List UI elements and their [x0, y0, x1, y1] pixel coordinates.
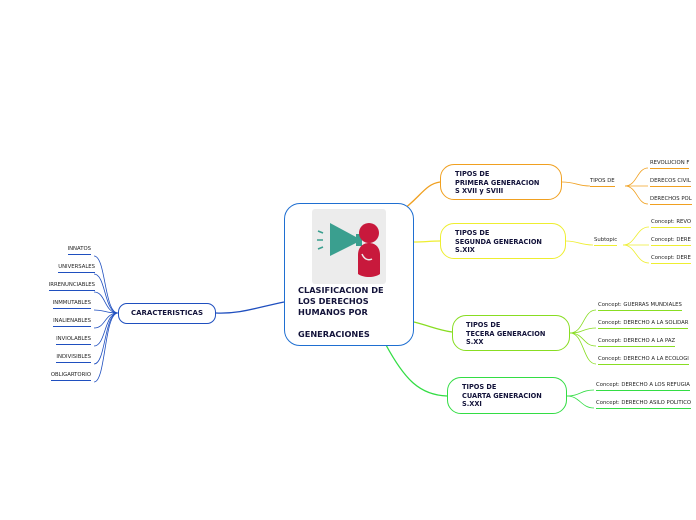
segunda-branches [565, 226, 650, 264]
segunda-item[interactable]: Concept: DERE [651, 255, 691, 265]
cuarta-generacion-label: TIPOS DE CUARTA GENERACION S.XXI [462, 383, 542, 408]
caracteristica-item[interactable]: IRRENUNCIABLES [48, 282, 95, 292]
primera-item[interactable]: REVOLUCION F [650, 160, 690, 170]
cuarta-branches [566, 389, 595, 409]
tercera-item[interactable]: Concept: DERECHO A LA SOLIDAR [598, 320, 689, 330]
segunda-item[interactable]: Concept: DERE [651, 237, 691, 247]
segunda-generacion-label: TIPOS DE SEGUNDA GENERACION S.XIX [455, 229, 542, 254]
caracteristica-item[interactable]: INDIVISIBLES [56, 354, 91, 364]
caracteristica-item[interactable]: UNIVERSALES [58, 264, 95, 274]
segunda-item[interactable]: Concept: REVO [651, 219, 692, 229]
caracteristica-item[interactable]: OBLIGARTORIO [50, 372, 91, 382]
megaphone-person-icon [312, 209, 386, 284]
tercera-branches [569, 309, 597, 365]
tercera-item[interactable]: Concept: DERECHO A LA PAZ [598, 338, 676, 348]
primera-subtopic[interactable]: TIPOS DE [590, 178, 615, 188]
cuarta-item[interactable]: Concept: DERECHO A LOS REFUGIA [596, 382, 690, 392]
primera-item[interactable]: DERECOS CIVIL [650, 178, 691, 188]
tercera-item[interactable]: Concept: GUERRAS MUNDIALES [598, 302, 682, 312]
tercera-generacion-label: TIPOS DE TECERA GENERACION S.XX [466, 321, 546, 346]
tercera-generacion-topic[interactable]: TIPOS DE TECERA GENERACION S.XX [452, 315, 570, 351]
central-topic-title: CLASIFICACION DE LOS DERECHOS HUMANOS PO… [298, 285, 384, 339]
primera-item[interactable]: DERECHOS POL [650, 196, 692, 206]
caracteristica-item[interactable]: INNATOS [67, 246, 91, 256]
caracteristica-item[interactable]: INALIENABLES [53, 318, 91, 328]
tercera-item[interactable]: Concept: DERECHO A LA ECOLOGI [598, 356, 689, 366]
primera-branches [561, 167, 649, 205]
caracteristicas-label: CARACTERISTICAS [130, 309, 204, 317]
central-topic[interactable]: CLASIFICACION DE LOS DERECHOS HUMANOS PO… [284, 203, 414, 346]
primera-generacion-label: TIPOS DE PRIMERA GENERACION S XVII y SVI… [455, 170, 540, 195]
segunda-generacion-topic[interactable]: TIPOS DE SEGUNDA GENERACION S.XIX [440, 223, 566, 259]
primera-generacion-topic[interactable]: TIPOS DE PRIMERA GENERACION S XVII y SVI… [440, 164, 562, 200]
cuarta-item[interactable]: Concept: DERECHO ASILO POLITICO [596, 400, 692, 410]
cuarta-generacion-topic[interactable]: TIPOS DE CUARTA GENERACION S.XXI [447, 377, 567, 414]
caracteristica-item[interactable]: INVIOLABLES [56, 336, 91, 346]
segunda-subtopic[interactable]: Subtopic [594, 237, 618, 247]
caracteristicas-topic[interactable]: CARACTERISTICAS [118, 303, 216, 324]
caracteristicas-branches [93, 255, 119, 383]
caracteristica-item[interactable]: INMMUTABLES [52, 300, 91, 310]
